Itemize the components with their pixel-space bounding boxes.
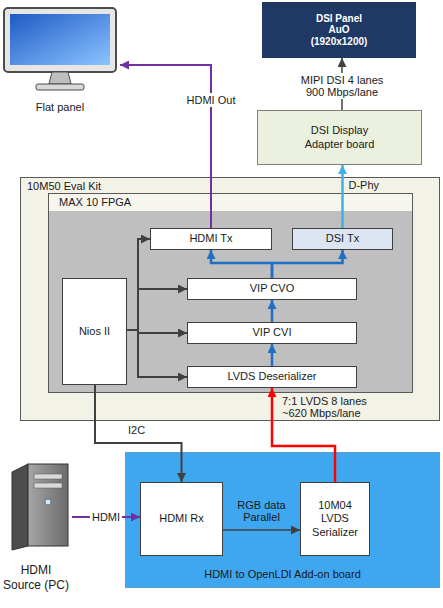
eval-kit-region: 10M50 Eval KitMAX 10 FPGA HDMI Tx DSI Tx Ni…	[20, 177, 440, 421]
pc-drive-bay	[34, 474, 62, 479]
box-label: LVDS Deserializer	[227, 370, 316, 383]
monitor-screen	[10, 14, 110, 65]
connector-label: 7:1 LVDS 8 lanes ~620 Mbps/lane	[282, 395, 382, 419]
box-label: DSI Tx	[326, 232, 359, 245]
flat-panel-node: Flat panel	[0, 4, 120, 116]
connector-label: RGB data Parallel	[227, 499, 297, 523]
process-box: DSI Tx	[292, 228, 393, 250]
monitor-icon	[0, 0, 125, 100]
box-label: 10M04 LVDS Serializer	[312, 499, 358, 539]
add-on-board-region: HDMI to OpenLDI Add-on board HDMI Rx 10M04…	[125, 452, 440, 588]
connector-label: HDMI Out	[185, 93, 238, 107]
connector-label: HDMI	[90, 510, 122, 524]
adapter-board-box: DSI Display Adapter board	[257, 110, 422, 165]
pc-side	[12, 464, 28, 550]
connector	[120, 65, 211, 228]
pc-tower-icon	[2, 460, 72, 554]
monitor-bezel	[4, 8, 116, 72]
connector-label: I2C	[128, 424, 145, 436]
box-label: VIP CVO	[250, 282, 294, 295]
monitor-neck	[49, 72, 71, 84]
chip-box: HDMI Rx	[140, 482, 223, 556]
region-label: HDMI Source (PC)	[0, 563, 72, 592]
pc-power-button	[45, 499, 51, 505]
connector	[271, 344, 274, 366]
connector	[127, 289, 187, 330]
monitor-base	[36, 84, 84, 90]
box-label: VIP CVI	[253, 326, 292, 339]
connector	[223, 529, 300, 531]
connector	[272, 250, 343, 278]
region-label: HDMI to OpenLDI Add-on board	[204, 568, 361, 581]
box-label: HDMI Tx	[189, 232, 232, 245]
process-box: VIP CVO	[187, 278, 357, 300]
region-label: MAX 10 FPGA	[59, 196, 131, 209]
chip-box: 10M04 LVDS Serializer	[300, 482, 370, 556]
connector	[211, 250, 272, 278]
connector	[341, 165, 344, 228]
connector	[271, 300, 274, 322]
box-label: HDMI Rx	[159, 512, 204, 525]
box-label: Nios II	[79, 325, 110, 338]
connector-label: D-Phy	[349, 179, 380, 191]
process-box: LVDS Deserializer	[187, 366, 357, 388]
process-box: VIP CVI	[187, 322, 357, 344]
fpga-region: MAX 10 FPGA HDMI Tx DSI Tx Nios II VIP CVO VI…	[48, 193, 413, 393]
display-panel-box: DSI Panel AuO (1920x1200)	[262, 2, 416, 58]
process-box: HDMI Tx	[150, 228, 272, 250]
box-label: DSI Display Adapter board	[301, 124, 379, 150]
processor-box: Nios II	[62, 278, 127, 385]
pc-front	[28, 464, 68, 546]
pc-drive-bay	[34, 483, 62, 488]
connector-label: MIPI DSI 4 lanes 900 Mbps/lane	[292, 73, 392, 99]
connector	[127, 330, 187, 377]
pc-source-node: HDMI Source (PC)	[0, 458, 72, 594]
region-label: Flat panel	[36, 101, 84, 114]
box-label: DSI Panel AuO (1920x1200)	[311, 13, 368, 48]
region-label: 10M50 Eval Kit	[27, 180, 101, 193]
connector	[95, 385, 182, 482]
